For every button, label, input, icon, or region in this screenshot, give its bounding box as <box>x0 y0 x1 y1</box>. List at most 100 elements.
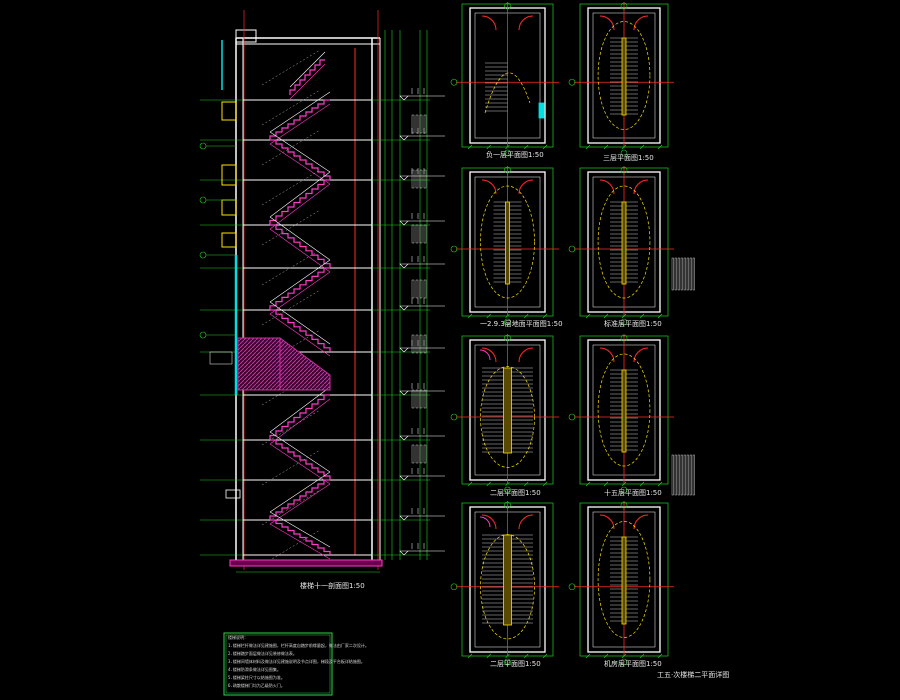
dim-tick <box>505 481 510 487</box>
dim-tick <box>603 653 609 659</box>
right-annotation <box>411 114 415 134</box>
stair-plan-5 <box>450 334 559 494</box>
yellow-window-frame <box>221 101 237 121</box>
level-mark <box>399 390 409 396</box>
plan-side-annotation <box>674 454 677 496</box>
dim-tick <box>542 313 548 319</box>
level-mark <box>399 475 409 481</box>
right-annotation <box>411 169 415 189</box>
dim-tick <box>639 481 645 487</box>
axis-bubble <box>504 486 511 494</box>
plan-title-1: 负一层平面图1:50 <box>486 150 544 159</box>
base-detail <box>225 489 241 499</box>
dim-tick <box>621 481 627 487</box>
stair-plan-3 <box>450 166 559 326</box>
dim-tick <box>603 481 609 487</box>
callout-circle <box>199 331 207 339</box>
dim-tick <box>585 313 591 319</box>
dim-tick <box>505 313 510 319</box>
dim-tick <box>467 144 473 150</box>
right-annotation <box>423 224 427 244</box>
yellow-window-frame <box>221 164 237 186</box>
axis-bubble <box>568 583 576 591</box>
callout-circle <box>199 196 207 204</box>
walk-line <box>597 185 651 299</box>
stair-flight <box>269 259 331 315</box>
hidden-line <box>261 489 321 526</box>
plan-window <box>538 102 545 119</box>
dim-tick <box>621 144 627 150</box>
stair-well <box>505 201 510 285</box>
walk-line <box>597 353 651 467</box>
stair-well <box>503 534 512 626</box>
hidden-line <box>261 449 321 486</box>
door-swing <box>518 15 534 31</box>
axis-bubble <box>620 334 628 342</box>
level-mark <box>399 175 409 181</box>
dim-tick <box>542 144 548 150</box>
notes-inner-frame <box>225 634 331 694</box>
level-mark <box>399 305 409 311</box>
door-swing-magenta <box>479 349 491 361</box>
dim-tick <box>486 144 491 150</box>
plan-side-annotation <box>671 454 674 496</box>
dim-tick <box>621 313 627 319</box>
plan-title-3: 一2.9.3层地面平面图1:50 <box>480 319 563 328</box>
right-annotation <box>423 169 427 189</box>
axis-bubble <box>504 149 511 157</box>
dim-tick <box>505 144 510 150</box>
dim-tick <box>657 481 663 487</box>
walk-line <box>484 72 531 114</box>
door-swing <box>633 347 649 363</box>
axis-bubble <box>504 501 511 509</box>
dim-tick <box>524 144 529 150</box>
dim-tick <box>603 144 609 150</box>
callout-circle <box>199 142 207 150</box>
hidden-line <box>261 409 321 446</box>
plan-side-annotation <box>677 257 680 291</box>
right-annotation <box>419 224 423 244</box>
dim-tick <box>486 653 491 659</box>
level-mark <box>399 550 409 556</box>
plan-side-annotation <box>680 454 683 496</box>
plan-side-annotation <box>692 454 695 496</box>
dim-tick <box>542 653 548 659</box>
door-swing <box>633 179 649 195</box>
axis-bubble <box>568 413 576 421</box>
dim-tick <box>467 653 473 659</box>
stair-well <box>621 536 627 625</box>
stair-plan-views <box>450 2 695 666</box>
right-annotation <box>411 389 415 409</box>
plan-side-annotation <box>674 257 677 291</box>
door-swing <box>633 15 649 31</box>
notes-line-1: 1.楼梯栏杆做法详见建施图，栏杆高度自踏步前缘量起，做法由厂家二次设计。 <box>228 642 369 648</box>
hidden-line <box>261 249 321 286</box>
notes-line-2: 2.楼梯踏步面层做法详见装修做法表。 <box>228 650 297 656</box>
walk-line <box>480 366 535 468</box>
door-swing <box>518 179 534 195</box>
hidden-line <box>261 49 321 86</box>
right-annotation <box>415 224 419 244</box>
axis-bubble <box>620 166 628 174</box>
right-annotation <box>411 279 415 299</box>
yellow-window-frame <box>221 232 237 248</box>
dim-tick <box>621 653 627 659</box>
axis-bubble <box>450 413 458 421</box>
right-annotation <box>419 114 423 134</box>
right-annotation <box>419 389 423 409</box>
axis-bubble <box>620 501 628 509</box>
axis-bubble <box>450 245 458 253</box>
door-swing <box>599 347 615 363</box>
door-swing <box>633 514 649 530</box>
stair-flight <box>269 216 331 273</box>
stair-flight <box>269 301 331 357</box>
right-annotation <box>415 169 419 189</box>
right-annotation <box>415 279 419 299</box>
plan-side-annotation <box>683 257 686 291</box>
plan-title-2: 三层平面图1:50 <box>603 154 654 162</box>
hidden-line <box>261 289 321 326</box>
door-swing <box>599 179 615 195</box>
dim-tick <box>585 481 591 487</box>
axis-bubble <box>620 486 628 494</box>
